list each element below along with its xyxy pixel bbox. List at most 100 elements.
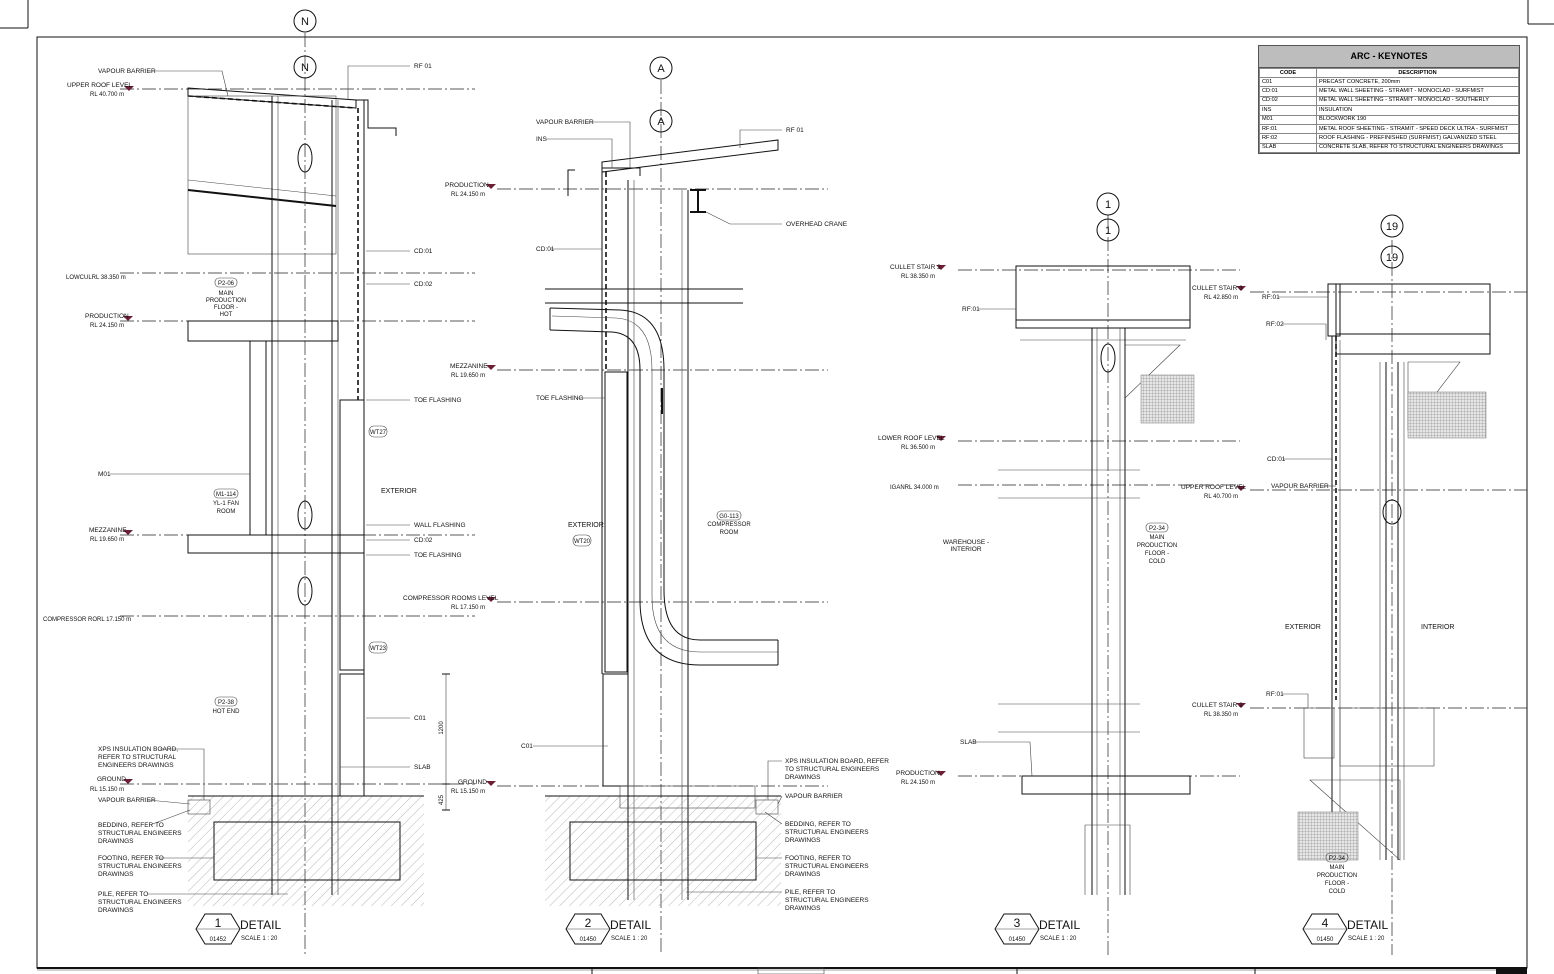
svg-text:425: 425: [439, 794, 445, 805]
svg-text:A: A: [657, 116, 665, 128]
grid-bubble-n: [293, 55, 317, 79]
svg-text:CD:02: CD:02: [414, 281, 433, 288]
production-slab: [187, 320, 339, 342]
svg-text:STRUCTURAL ENGINEERS: STRUCTURAL ENGINEERS: [785, 829, 869, 836]
level-cullet-2: CULLET STAIR 2: [890, 264, 941, 271]
svg-text:RL 24.150 m: RL 24.150 m: [451, 192, 485, 198]
svg-text:RF:02: RF:02: [1266, 321, 1284, 328]
svg-text:XPS INSULATION BOARD,: XPS INSULATION BOARD,: [98, 746, 178, 753]
svg-text:4: 4: [1322, 916, 1329, 930]
svg-text:TOE FLASHING: TOE FLASHING: [414, 397, 462, 404]
svg-text:PRODUCTION: PRODUCTION: [206, 298, 246, 304]
svg-text:01450: 01450: [1009, 937, 1026, 943]
footing-2: [569, 821, 757, 881]
col-description: DESCRIPTION: [1316, 68, 1519, 78]
cullet-stair-3-block: [1335, 283, 1491, 335]
svg-text:STRUCTURAL ENGINEERS: STRUCTURAL ENGINEERS: [98, 863, 182, 870]
level-compressor: COMPRESSOR RORL 17.150 m: [43, 617, 131, 623]
svg-text:RL 38.350 m: RL 38.350 m: [1204, 712, 1238, 718]
svg-text:RL 38.350 m: RL 38.350 m: [901, 274, 935, 280]
svg-text:1200: 1200: [439, 721, 445, 735]
level-cullet-2-4: CULLET STAIR 2: [1192, 702, 1243, 709]
svg-text:1: 1: [1105, 199, 1111, 211]
keynotes-title: ARC - KEYNOTES: [1259, 46, 1519, 68]
svg-text:CD:01: CD:01: [414, 248, 433, 255]
svg-text:INTERIOR: INTERIOR: [950, 546, 981, 553]
svg-text:01450: 01450: [580, 937, 597, 943]
svg-text:CD:02: CD:02: [414, 537, 433, 544]
svg-text:EXTERIOR: EXTERIOR: [1285, 624, 1321, 631]
svg-text:BEDDING, REFER TO: BEDDING, REFER TO: [98, 822, 164, 829]
svg-text:RF:01: RF:01: [962, 306, 980, 313]
svg-text:RL 24.150 m: RL 24.150 m: [901, 780, 935, 786]
blockwork-wall: [249, 340, 267, 536]
svg-text:ROOM: ROOM: [217, 509, 236, 515]
svg-text:INTERIOR: INTERIOR: [1421, 624, 1454, 631]
level-lower-roof: LOWER ROOF LEVEL: [878, 435, 945, 442]
svg-text:EXTERIOR: EXTERIOR: [381, 488, 417, 495]
svg-text:FLOOR -: FLOOR -: [1145, 551, 1169, 557]
svg-text:RL 36.500 m: RL 36.500 m: [901, 445, 935, 451]
svg-text:RL 42.850 m: RL 42.850 m: [1204, 295, 1238, 301]
level-mezzanine-2: MEZZANINE: [450, 363, 488, 370]
svg-text:PRODUCTION: PRODUCTION: [1317, 873, 1357, 879]
grid-bubble-1: [1096, 218, 1120, 242]
level-low-cul: LOWCULRL 38.350 m: [66, 275, 126, 281]
svg-text:MAIN: MAIN: [219, 291, 234, 297]
detail-3: 1 1 CULLET STAIR 2 RL 38.350 m RF:01 LOW: [878, 192, 1240, 955]
svg-text:DRAWINGS: DRAWINGS: [785, 837, 821, 844]
room-tag-p234: P2-34: [1149, 526, 1166, 532]
svg-text:FLOOR -: FLOOR -: [214, 305, 238, 311]
svg-text:WT27: WT27: [370, 430, 387, 436]
grid-bubble-1-top: [1096, 192, 1120, 216]
svg-text:1: 1: [1105, 225, 1111, 237]
svg-text:FLOOR -: FLOOR -: [1325, 881, 1349, 887]
svg-text:RL 15.150 m: RL 15.150 m: [90, 787, 124, 793]
svg-text:RF:01: RF:01: [1266, 691, 1284, 698]
svg-text:COLD: COLD: [1149, 559, 1166, 565]
svg-text:HOT: HOT: [220, 312, 233, 318]
svg-text:TO STRUCTURAL ENGINEERS: TO STRUCTURAL ENGINEERS: [785, 766, 880, 773]
svg-text:RL 19.650 m: RL 19.650 m: [451, 373, 485, 379]
svg-text:01452: 01452: [210, 937, 227, 943]
svg-text:WT20: WT20: [574, 539, 591, 545]
svg-text:3: 3: [1014, 916, 1021, 930]
svg-text:RF:01: RF:01: [1262, 294, 1280, 301]
level-cullet-3: CULLET STAIR 3: [1192, 285, 1243, 292]
svg-text:DRAWINGS: DRAWINGS: [98, 907, 134, 914]
room-tag-p234-4: P2-34: [1329, 856, 1346, 862]
svg-text:RL 24.150 m: RL 24.150 m: [90, 323, 124, 329]
svg-text:DRAWINGS: DRAWINGS: [98, 838, 134, 845]
svg-text:HOT END: HOT END: [213, 709, 241, 715]
svg-text:PRODUCTION: PRODUCTION: [1137, 543, 1177, 549]
grid-bubble-a: [649, 109, 673, 133]
grid-bubble-n-top: [293, 9, 317, 33]
svg-text:OVERHEAD CRANE: OVERHEAD CRANE: [786, 221, 848, 228]
level-production-3: PRODUCTION: [896, 770, 940, 777]
svg-text:RL 40.700 m: RL 40.700 m: [90, 92, 124, 98]
level-production: PRODUCTION: [85, 313, 129, 320]
svg-text:STRUCTURAL ENGINEERS: STRUCTURAL ENGINEERS: [98, 830, 182, 837]
svg-text:ROOM: ROOM: [720, 530, 739, 536]
svg-text:VAPOUR BARRIER: VAPOUR BARRIER: [98, 797, 156, 804]
detail-title-2: DETAIL: [610, 918, 651, 932]
svg-text:WAREHOUSE -: WAREHOUSE -: [943, 539, 989, 546]
svg-text:01450: 01450: [1317, 937, 1334, 943]
svg-text:MAIN: MAIN: [1330, 865, 1345, 871]
svg-text:STRUCTURAL ENGINEERS: STRUCTURAL ENGINEERS: [785, 897, 869, 904]
svg-text:WALL FLASHING: WALL FLASHING: [414, 522, 466, 529]
svg-text:C01: C01: [521, 743, 533, 750]
svg-text:VAPOUR BARRIER: VAPOUR BARRIER: [536, 119, 594, 126]
svg-text:19: 19: [1386, 221, 1398, 233]
svg-text:DRAWINGS: DRAWINGS: [98, 871, 134, 878]
svg-text:TOE FLASHING: TOE FLASHING: [414, 552, 462, 559]
svg-text:PILE, REFER TO: PILE, REFER TO: [785, 889, 835, 896]
svg-text:YL-1 FAN: YL-1 FAN: [213, 501, 239, 507]
level-ground-2: GROUND: [458, 779, 487, 786]
svg-text:FOOTING, REFER TO: FOOTING, REFER TO: [785, 855, 851, 862]
